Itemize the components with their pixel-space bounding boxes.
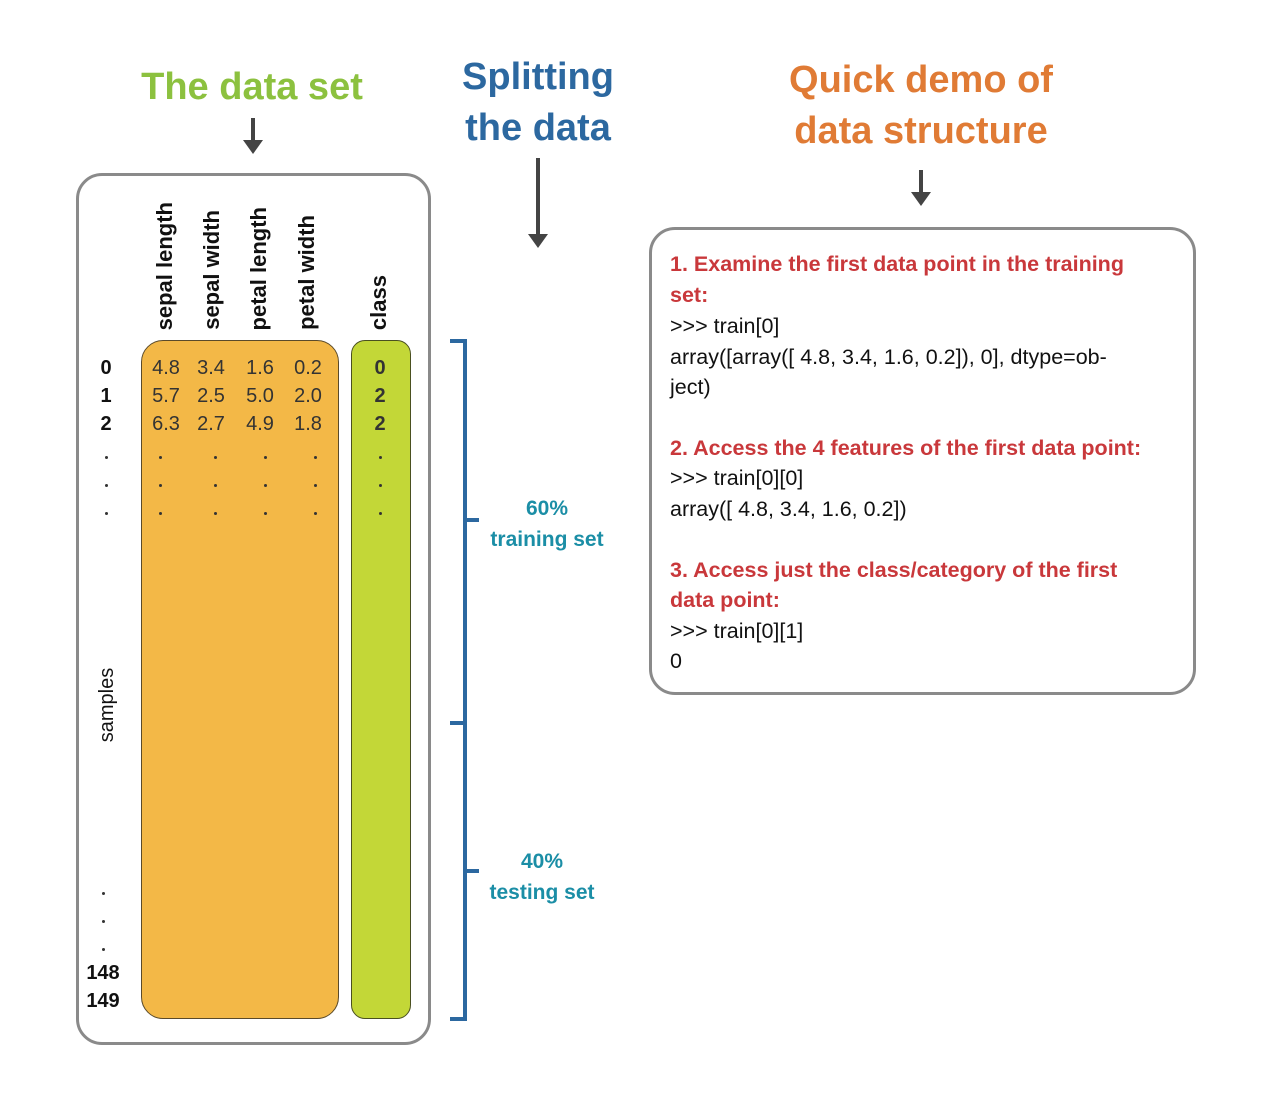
ellipsis-dot bbox=[264, 456, 267, 459]
demo-title-line1: Quick demo of bbox=[789, 59, 1053, 101]
train-pct: 60% bbox=[525, 497, 569, 520]
ellipsis-dot bbox=[379, 456, 382, 459]
arrow-down-icon bbox=[528, 158, 548, 248]
train-label: training set bbox=[490, 528, 604, 551]
ellipsis-dot bbox=[105, 484, 108, 487]
code-line: >>> train[0][0] bbox=[670, 466, 804, 490]
dataset-title: The data set bbox=[141, 66, 363, 108]
features-block bbox=[141, 340, 339, 1019]
ellipsis-dot bbox=[379, 484, 382, 487]
ellipsis-dot bbox=[214, 512, 217, 515]
column-header-petal-length: petal length bbox=[246, 206, 271, 330]
column-header-petal-width: petal width bbox=[294, 215, 319, 330]
output-line: ject) bbox=[670, 375, 711, 399]
output-line: array([ 4.8, 3.4, 1.6, 0.2]) bbox=[670, 497, 907, 521]
split-bracket bbox=[463, 339, 467, 1021]
ellipsis-dot bbox=[102, 892, 105, 895]
demo-panel bbox=[649, 227, 1196, 695]
ellipsis-dot bbox=[159, 456, 162, 459]
samples-label-text: samples bbox=[96, 667, 118, 743]
column-header-sepal-length: sepal length bbox=[152, 201, 177, 330]
code-line: >>> train[0] bbox=[670, 314, 780, 338]
ellipsis-dot bbox=[264, 512, 267, 515]
class-block bbox=[351, 340, 411, 1019]
class-value: 2 bbox=[374, 385, 386, 407]
training-split-label: 60% training set bbox=[490, 493, 603, 555]
row-index: 148 bbox=[86, 962, 120, 984]
feature-value: 2.0 bbox=[294, 385, 322, 407]
feature-value: 2.5 bbox=[197, 385, 225, 407]
arrow-down-icon bbox=[243, 118, 263, 154]
test-label: testing set bbox=[489, 881, 595, 904]
row-index: 149 bbox=[86, 990, 120, 1012]
ellipsis-dot bbox=[102, 920, 105, 923]
dataset-panel bbox=[76, 173, 431, 1045]
feature-value: 2.7 bbox=[197, 413, 225, 435]
step3-heading-cont: data point: bbox=[670, 588, 780, 612]
column-header-class: class bbox=[366, 274, 391, 330]
bracket-tick bbox=[450, 339, 467, 343]
ellipsis-dot bbox=[214, 456, 217, 459]
row-index: 1 bbox=[100, 385, 112, 407]
class-value: 0 bbox=[374, 357, 386, 379]
output-line: array([array([ 4.8, 3.4, 1.6, 0.2]), 0],… bbox=[670, 345, 1107, 369]
bracket-tick bbox=[463, 518, 479, 522]
ellipsis-dot bbox=[314, 456, 317, 459]
row-index: 2 bbox=[100, 413, 112, 435]
step1-heading: 1. Examine the first data point in the t… bbox=[670, 252, 1124, 276]
feature-value: 1.8 bbox=[294, 413, 322, 435]
ellipsis-dot bbox=[105, 456, 108, 459]
feature-value: 1.6 bbox=[246, 357, 274, 379]
ellipsis-dot bbox=[159, 512, 162, 515]
testing-split-label: 40% testing set bbox=[489, 846, 594, 908]
bracket-tick bbox=[450, 721, 467, 725]
feature-value: 5.0 bbox=[246, 385, 274, 407]
ellipsis-dot bbox=[102, 948, 105, 951]
bracket-tick bbox=[450, 1017, 467, 1021]
feature-value: 6.3 bbox=[152, 413, 180, 435]
ellipsis-dot bbox=[314, 512, 317, 515]
arrow-down-icon bbox=[911, 170, 931, 206]
step2-heading: 2. Access the 4 features of the first da… bbox=[670, 436, 1142, 460]
feature-value: 4.9 bbox=[246, 413, 274, 435]
ellipsis-dot bbox=[159, 484, 162, 487]
feature-value: 5.7 bbox=[152, 385, 180, 407]
ellipsis-dot bbox=[314, 484, 317, 487]
class-value: 2 bbox=[374, 413, 386, 435]
ellipsis-dot bbox=[379, 512, 382, 515]
samples-axis-label: samples bbox=[96, 668, 119, 742]
ellipsis-dot bbox=[105, 512, 108, 515]
output-line: 0 bbox=[670, 649, 682, 673]
test-pct: 40% bbox=[520, 850, 564, 873]
column-header-sepal-width: sepal width bbox=[199, 210, 224, 330]
splitting-title-line2: the data bbox=[465, 107, 611, 149]
step3-heading: 3. Access just the class/category of the… bbox=[670, 558, 1118, 582]
demo-title-line2: data structure bbox=[794, 110, 1048, 152]
feature-value: 0.2 bbox=[294, 357, 322, 379]
code-line: >>> train[0][1] bbox=[670, 619, 804, 643]
feature-value: 3.4 bbox=[197, 357, 225, 379]
step1-heading-cont: set: bbox=[670, 283, 709, 307]
row-index: 0 bbox=[100, 357, 112, 379]
splitting-title-line1: Splitting bbox=[462, 56, 614, 98]
feature-value: 4.8 bbox=[152, 357, 180, 379]
bracket-tick bbox=[463, 869, 479, 873]
ellipsis-dot bbox=[214, 484, 217, 487]
ellipsis-dot bbox=[264, 484, 267, 487]
